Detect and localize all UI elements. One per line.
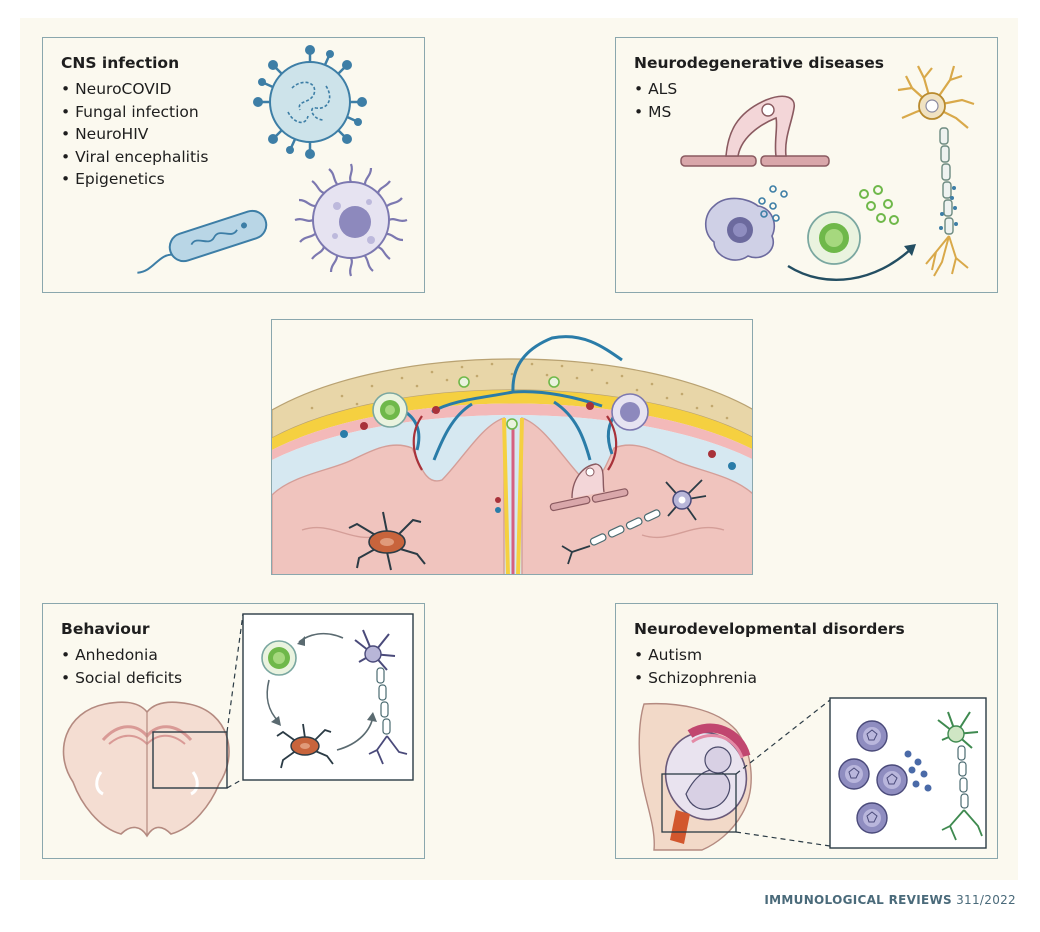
list-item: Epigenetics (61, 168, 208, 191)
panel-title: CNS infection (61, 54, 180, 72)
brain-right-hemisphere (521, 417, 752, 574)
cytokine-dots (904, 750, 932, 792)
journal-issue: 311/2022 (956, 893, 1016, 907)
list-item: Viral encephalitis (61, 146, 208, 169)
panel-cns-infection: CNS infection NeuroCOVID Fungal infectio… (42, 37, 425, 293)
list-item: Social deficits (61, 667, 182, 690)
bullet-list: NeuroCOVID Fungal infection NeuroHIV Vir… (61, 78, 208, 191)
maternal-immune-cells (838, 720, 908, 834)
microglia-icon (348, 511, 426, 571)
bacterium-icon (137, 209, 268, 274)
list-item: MS (634, 101, 677, 124)
fungal-cell-icon (294, 163, 408, 277)
cns-infection-illustration (137, 45, 408, 277)
neuron-icon (897, 65, 975, 277)
blood-vessels (401, 335, 623, 461)
neurodegenerative-illustration (680, 65, 975, 282)
bullet-list: Autism Schizophrenia (634, 644, 757, 689)
journal-citation: IMMUNOLOGICAL REVIEWS 311/2022 (764, 893, 1016, 907)
brain-section-icon (62, 701, 230, 838)
synapse-small-icon (549, 463, 629, 512)
cytokine-dots (758, 185, 788, 222)
list-item: NeuroCOVID (61, 78, 208, 101)
list-item: Fungal infection (61, 101, 208, 124)
panel-title: Behaviour (61, 620, 150, 638)
meninges-brain-illustration (272, 320, 752, 574)
macrophage-icon (704, 197, 776, 261)
neuron-small-icon (561, 479, 707, 565)
synapse-icon (680, 95, 830, 167)
behaviour-illustration (62, 613, 414, 838)
list-item: Schizophrenia (634, 667, 757, 690)
neurodevelopmental-illustration (638, 697, 987, 851)
lymphocyte-icon (261, 640, 297, 676)
panel-behaviour: Behaviour Anhedonia Social deficits (42, 603, 425, 859)
purple-cell-right (611, 393, 649, 431)
panel-meninges-brain (271, 319, 753, 575)
list-item: Anhedonia (61, 644, 182, 667)
arrow-icon (787, 247, 913, 282)
list-item: NeuroHIV (61, 123, 208, 146)
microglia-icon (276, 723, 334, 769)
list-item: ALS (634, 78, 677, 101)
bullet-list: Anhedonia Social deficits (61, 644, 182, 689)
panel-title: Neurodevelopmental disorders (634, 620, 905, 638)
green-cell-left (372, 392, 408, 428)
lymphocyte-icon (807, 211, 861, 265)
panel-neurodegenerative: Neurodegenerative diseases ALS MS (615, 37, 998, 293)
list-item: Autism (634, 644, 757, 667)
virus-icon (253, 45, 367, 159)
neuron-icon (354, 629, 408, 765)
green-particles (859, 185, 899, 225)
panel-neurodevelopmental: Neurodevelopmental disorders Autism Schi… (615, 603, 998, 859)
journal-name: IMMUNOLOGICAL REVIEWS (764, 893, 952, 907)
bullet-list: ALS MS (634, 78, 677, 123)
brain-left-hemisphere (272, 417, 505, 574)
panel-title: Neurodegenerative diseases (634, 54, 884, 72)
pregnancy-icon (638, 702, 752, 851)
neuron-icon (937, 711, 983, 841)
